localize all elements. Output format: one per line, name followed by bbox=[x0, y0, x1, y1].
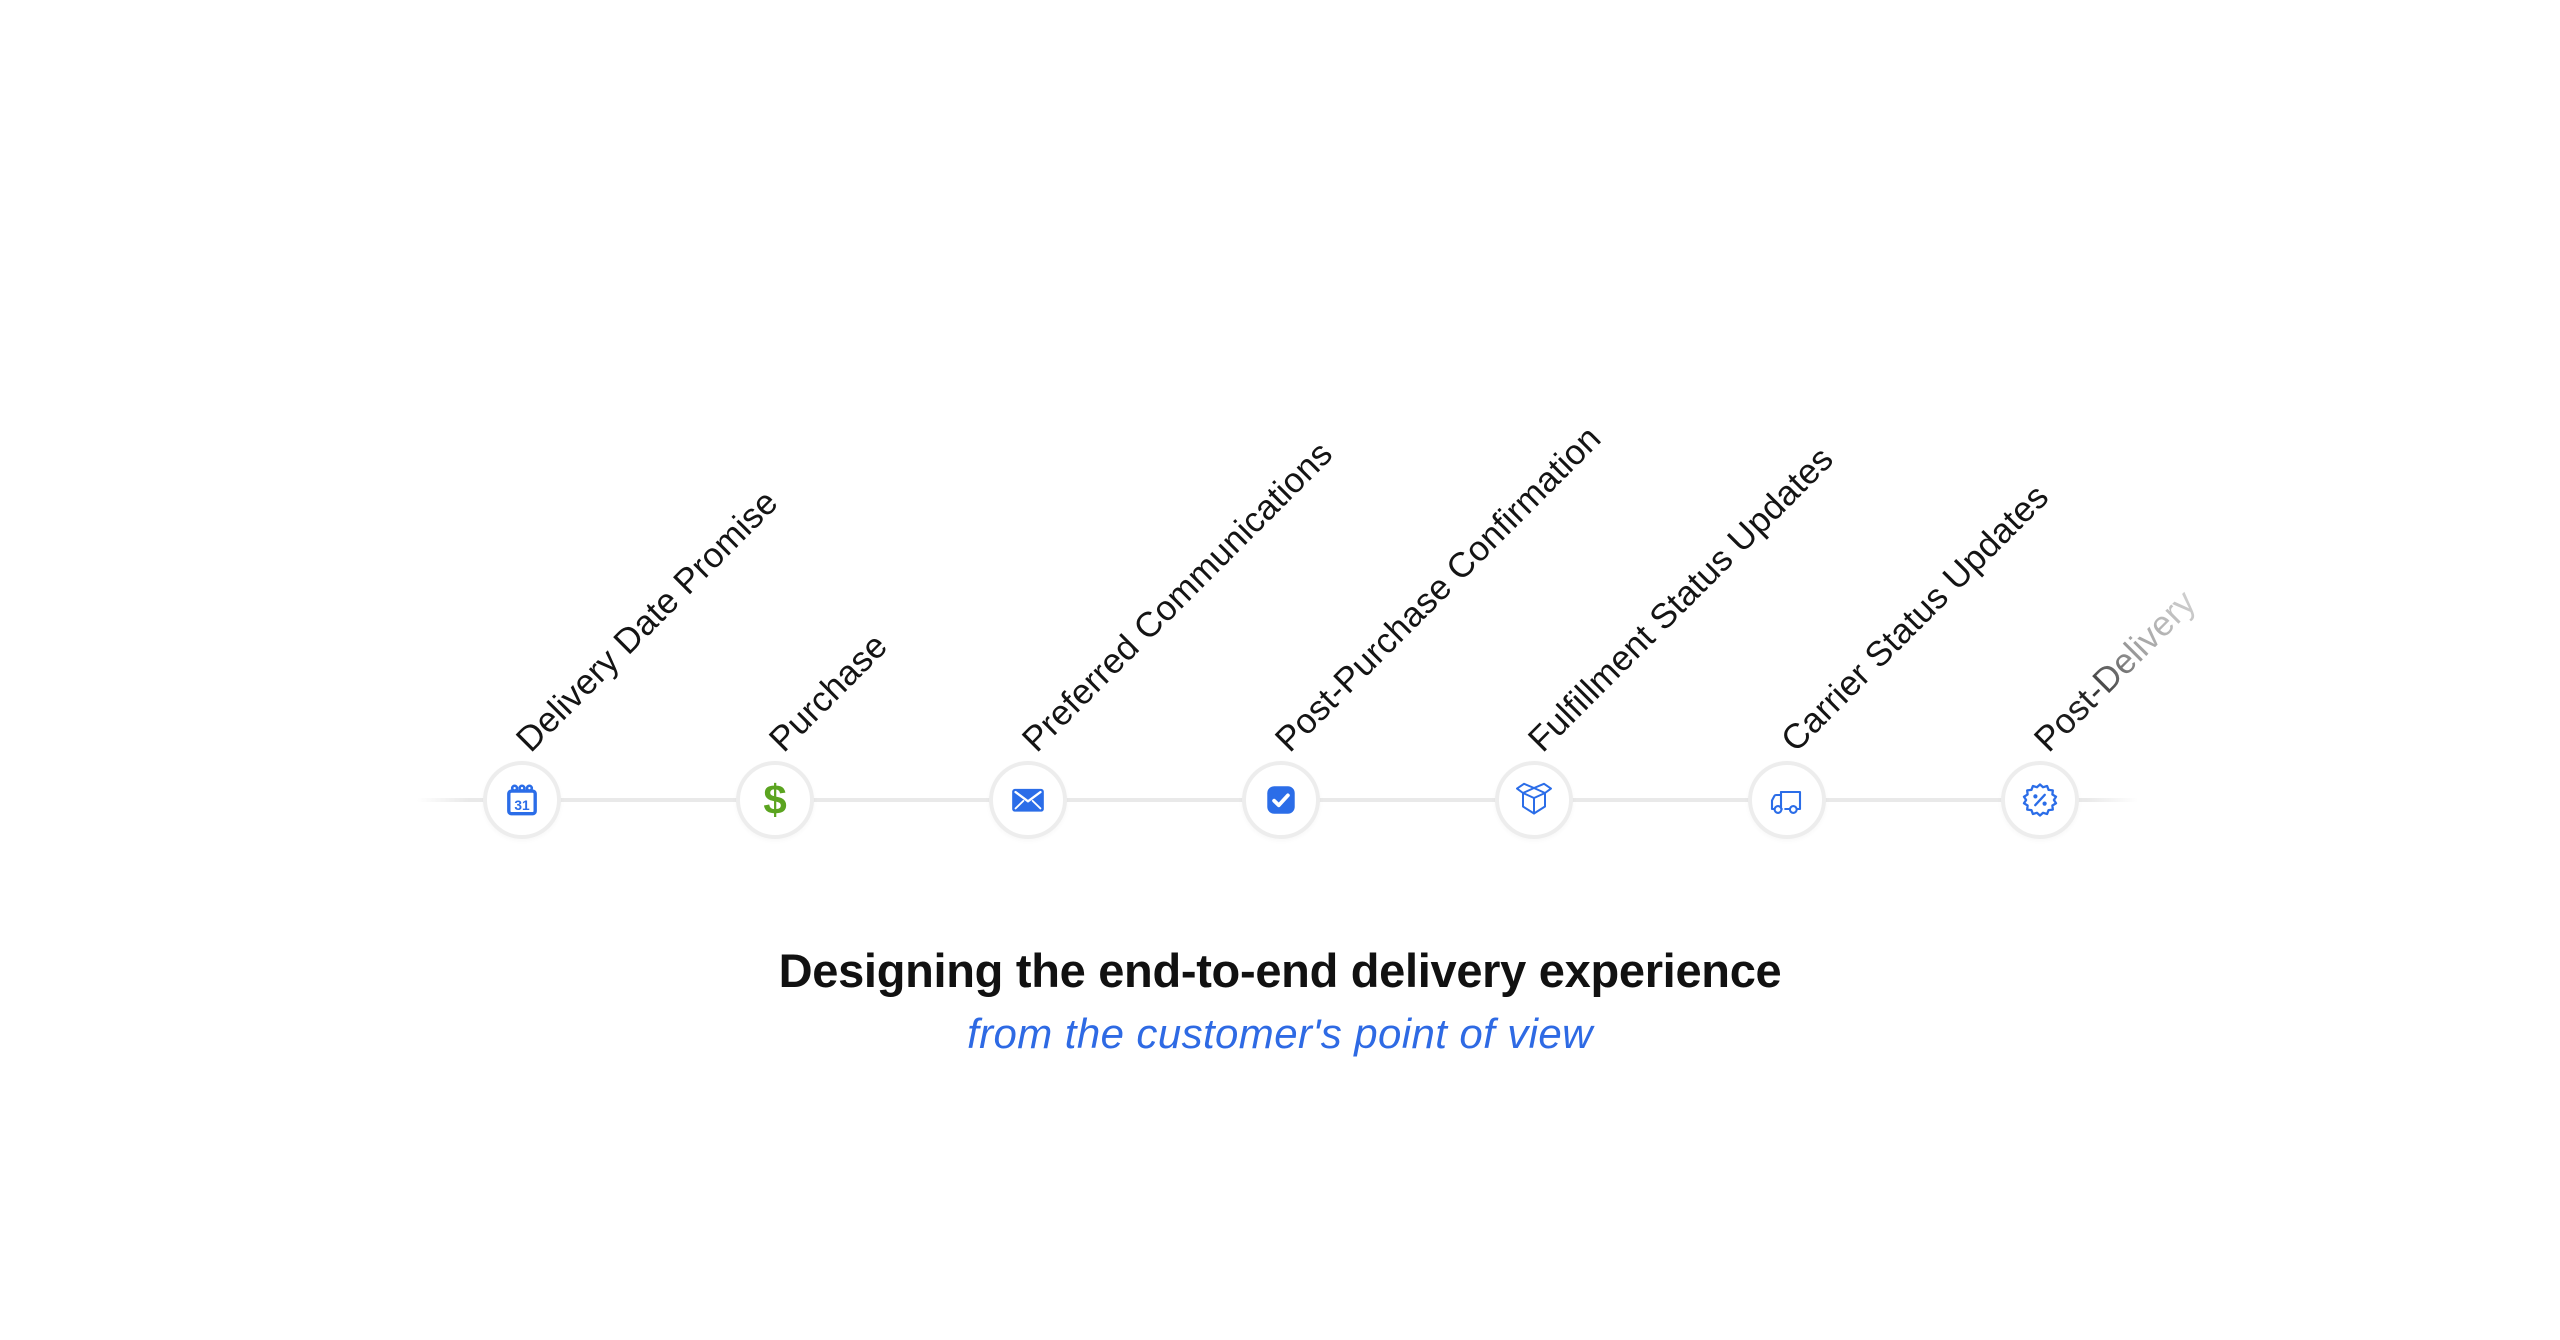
step-label: Purchase bbox=[761, 626, 895, 760]
calendar-icon: 31 bbox=[503, 781, 541, 819]
svg-text:31: 31 bbox=[514, 798, 530, 813]
step-node-fulfillment-status-updates bbox=[1495, 761, 1573, 839]
step-label: Carrier Status Updates bbox=[1773, 476, 2057, 760]
dollar-icon: $ bbox=[763, 776, 787, 823]
step-node-delivery-date-promise: 31 bbox=[483, 761, 561, 839]
step-label: Post-Delivery bbox=[2026, 582, 2204, 760]
open-box-icon bbox=[1514, 780, 1554, 820]
discount-badge-icon bbox=[2020, 780, 2060, 820]
step-node-post-delivery bbox=[2001, 761, 2079, 839]
caption-title: Designing the end-to-end delivery experi… bbox=[778, 944, 1782, 997]
step-node-purchase: $ bbox=[736, 761, 814, 839]
caption: Designing the end-to-end delivery experi… bbox=[0, 944, 2560, 1058]
step-node-post-purchase-confirmation bbox=[1242, 761, 1320, 839]
checkbox-checked-icon bbox=[1262, 781, 1300, 819]
step-node-preferred-communications bbox=[989, 761, 1067, 839]
delivery-truck-icon bbox=[1767, 782, 1807, 818]
step-label: Delivery Date Promise bbox=[508, 482, 786, 760]
step-node-carrier-status-updates bbox=[1748, 761, 1826, 839]
envelope-icon bbox=[1009, 781, 1047, 819]
caption-subtitle: from the customer's point of view bbox=[967, 1010, 1593, 1058]
